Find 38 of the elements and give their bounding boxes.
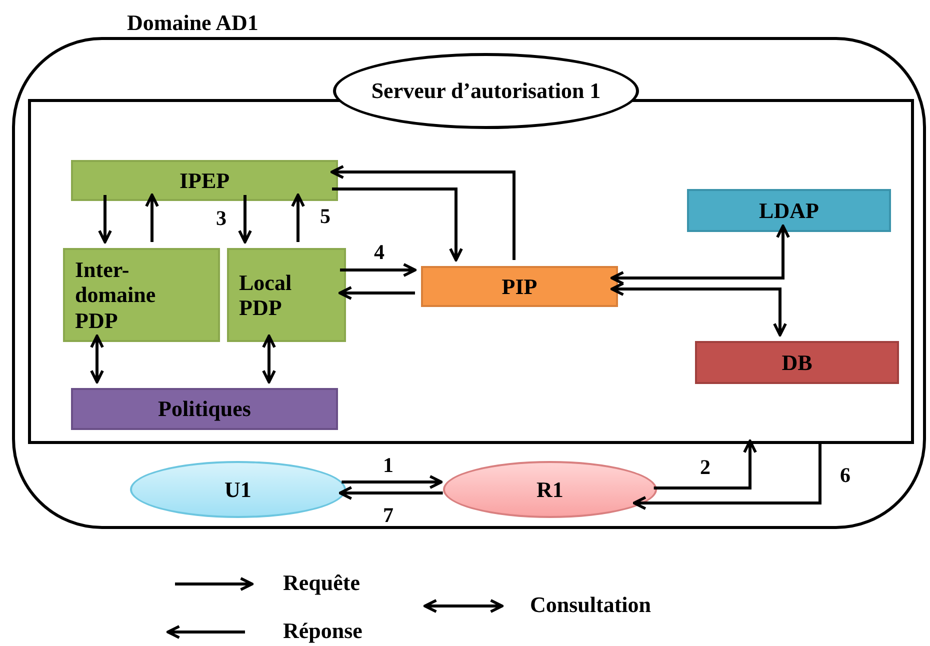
arrow bbox=[291, 194, 305, 242]
node-label: U1 bbox=[224, 476, 252, 502]
node-label: Inter-domaine PDP bbox=[75, 257, 157, 333]
node-label: LDAP bbox=[759, 198, 819, 224]
node-label: Local PDP bbox=[239, 270, 293, 320]
arrow bbox=[338, 286, 415, 300]
arrow bbox=[238, 195, 252, 244]
arrow bbox=[340, 263, 416, 277]
node-label: DB bbox=[782, 350, 812, 376]
node-label: R1 bbox=[536, 476, 564, 502]
arrow bbox=[632, 441, 822, 510]
process-box bbox=[695, 341, 899, 384]
process-box bbox=[71, 388, 338, 430]
domain-title: Domaine AD1 bbox=[127, 10, 258, 36]
node-label: PIP bbox=[502, 274, 538, 300]
arrow bbox=[262, 334, 276, 384]
process-box bbox=[687, 189, 891, 232]
arrow bbox=[610, 282, 787, 336]
legend-text: Requête bbox=[283, 570, 360, 596]
node-label: IPEP bbox=[179, 168, 230, 194]
node-label: Politiques bbox=[158, 396, 251, 422]
legend-text: Consultation bbox=[530, 592, 652, 618]
process-box bbox=[227, 248, 346, 342]
arrow bbox=[90, 334, 104, 384]
node-label: Serveur d’autorisation 1 bbox=[371, 78, 601, 104]
arrow bbox=[145, 194, 159, 242]
server-frame bbox=[28, 99, 914, 444]
arrow bbox=[330, 165, 516, 260]
arrow bbox=[98, 195, 112, 244]
process-box bbox=[63, 248, 220, 342]
arrow bbox=[338, 486, 443, 500]
arrow bbox=[654, 440, 757, 490]
process-box bbox=[71, 160, 338, 201]
arrow bbox=[610, 224, 790, 285]
legend-text: Réponse bbox=[283, 618, 362, 644]
process-box bbox=[421, 266, 618, 307]
arrow bbox=[332, 188, 463, 262]
arrow bbox=[342, 475, 443, 489]
